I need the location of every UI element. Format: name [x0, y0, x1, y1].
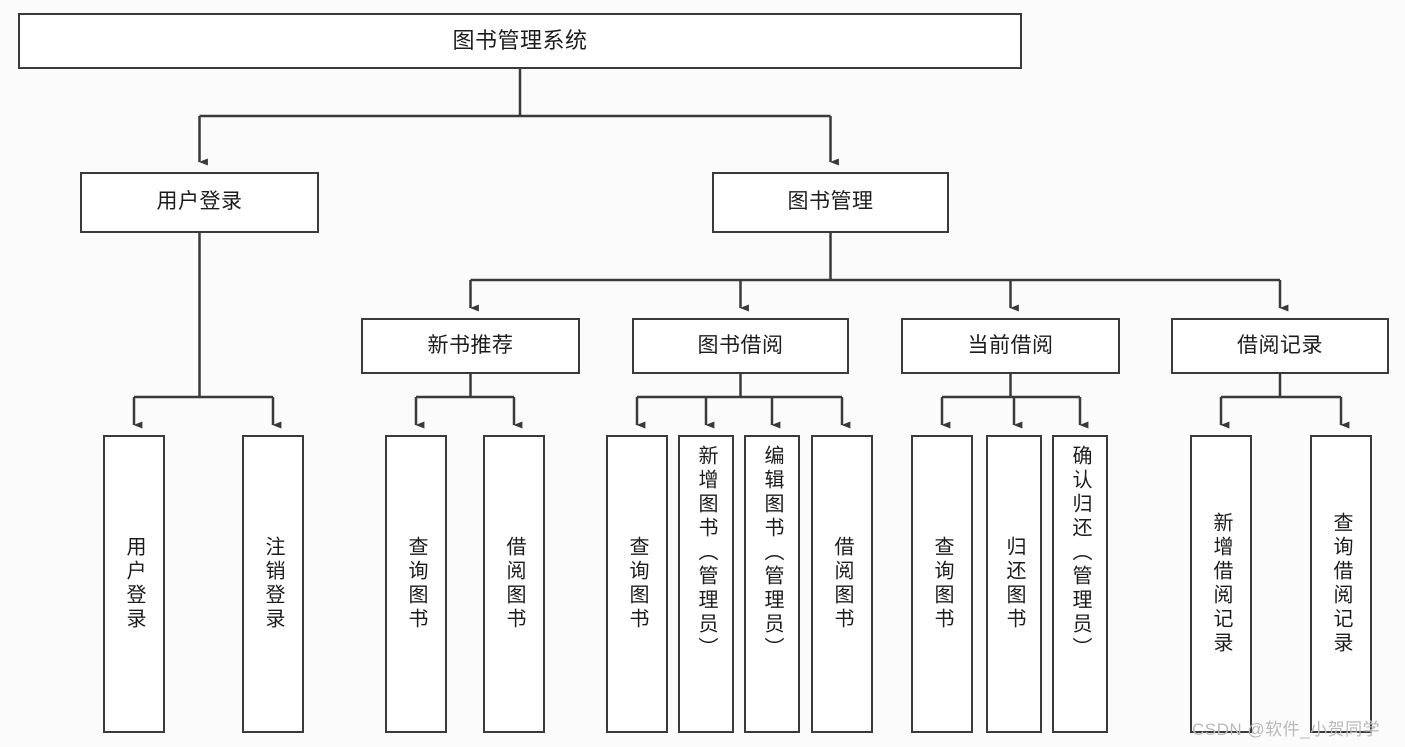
- node-new-book-recommend-label: 新书推荐: [427, 333, 514, 357]
- node-book-manage[interactable]: 图书管理: [712, 172, 949, 233]
- node-leaf-current-confirm-return[interactable]: 确认归还（管理员）: [1052, 435, 1108, 733]
- node-leaf-user-login[interactable]: 用户登录: [103, 435, 165, 733]
- node-leaf-record-add-label: 新增借阅记录: [1210, 512, 1232, 656]
- node-user-login[interactable]: 用户登录: [80, 172, 319, 233]
- node-leaf-borrow-borrow-book-label: 借阅图书: [831, 536, 853, 632]
- node-leaf-borrow-edit-book[interactable]: 编辑图书（管理员）: [744, 435, 800, 733]
- node-user-login-label: 用户登录: [156, 190, 243, 214]
- node-leaf-record-query-label: 查询借阅记录: [1330, 512, 1352, 656]
- node-leaf-current-confirm-return-label: 确认归还（管理员）: [1069, 445, 1091, 661]
- node-current-borrow-label: 当前借阅: [967, 333, 1054, 357]
- node-book-borrow-label: 图书借阅: [697, 333, 784, 357]
- node-leaf-current-query-book-label: 查询图书: [931, 536, 953, 632]
- node-borrow-record[interactable]: 借阅记录: [1171, 318, 1389, 374]
- node-book-borrow[interactable]: 图书借阅: [632, 318, 849, 374]
- node-leaf-borrow-borrow-book[interactable]: 借阅图书: [811, 435, 873, 733]
- node-book-manage-label: 图书管理: [787, 190, 874, 214]
- node-current-borrow[interactable]: 当前借阅: [901, 318, 1120, 374]
- node-borrow-record-label: 借阅记录: [1237, 333, 1323, 357]
- csdn-watermark: CSDN @软件_小贺同学: [1192, 720, 1381, 739]
- node-leaf-recommend-query-book-label: 查询图书: [405, 536, 427, 632]
- node-leaf-user-logout[interactable]: 注销登录: [242, 435, 304, 733]
- node-leaf-borrow-query-book[interactable]: 查询图书: [606, 435, 668, 733]
- node-leaf-record-query[interactable]: 查询借阅记录: [1310, 435, 1372, 733]
- node-leaf-recommend-borrow-book[interactable]: 借阅图书: [483, 435, 545, 733]
- node-leaf-recommend-query-book[interactable]: 查询图书: [385, 435, 447, 733]
- node-root-label: 图书管理系统: [452, 27, 588, 53]
- node-leaf-borrow-add-book-label: 新增图书（管理员）: [695, 445, 717, 661]
- node-leaf-borrow-add-book[interactable]: 新增图书（管理员）: [678, 435, 734, 733]
- node-leaf-current-return-book[interactable]: 归还图书: [986, 435, 1042, 733]
- node-leaf-borrow-edit-book-label: 编辑图书（管理员）: [761, 445, 783, 661]
- node-leaf-current-query-book[interactable]: 查询图书: [911, 435, 973, 733]
- node-leaf-user-logout-label: 注销登录: [262, 536, 284, 632]
- node-leaf-user-login-label: 用户登录: [123, 536, 145, 632]
- node-root[interactable]: 图书管理系统: [18, 13, 1022, 69]
- node-new-book-recommend[interactable]: 新书推荐: [361, 318, 580, 374]
- node-leaf-borrow-query-book-label: 查询图书: [626, 536, 648, 632]
- node-leaf-recommend-borrow-book-label: 借阅图书: [503, 536, 525, 632]
- node-leaf-current-return-book-label: 归还图书: [1003, 536, 1025, 632]
- node-leaf-record-add[interactable]: 新增借阅记录: [1190, 435, 1252, 733]
